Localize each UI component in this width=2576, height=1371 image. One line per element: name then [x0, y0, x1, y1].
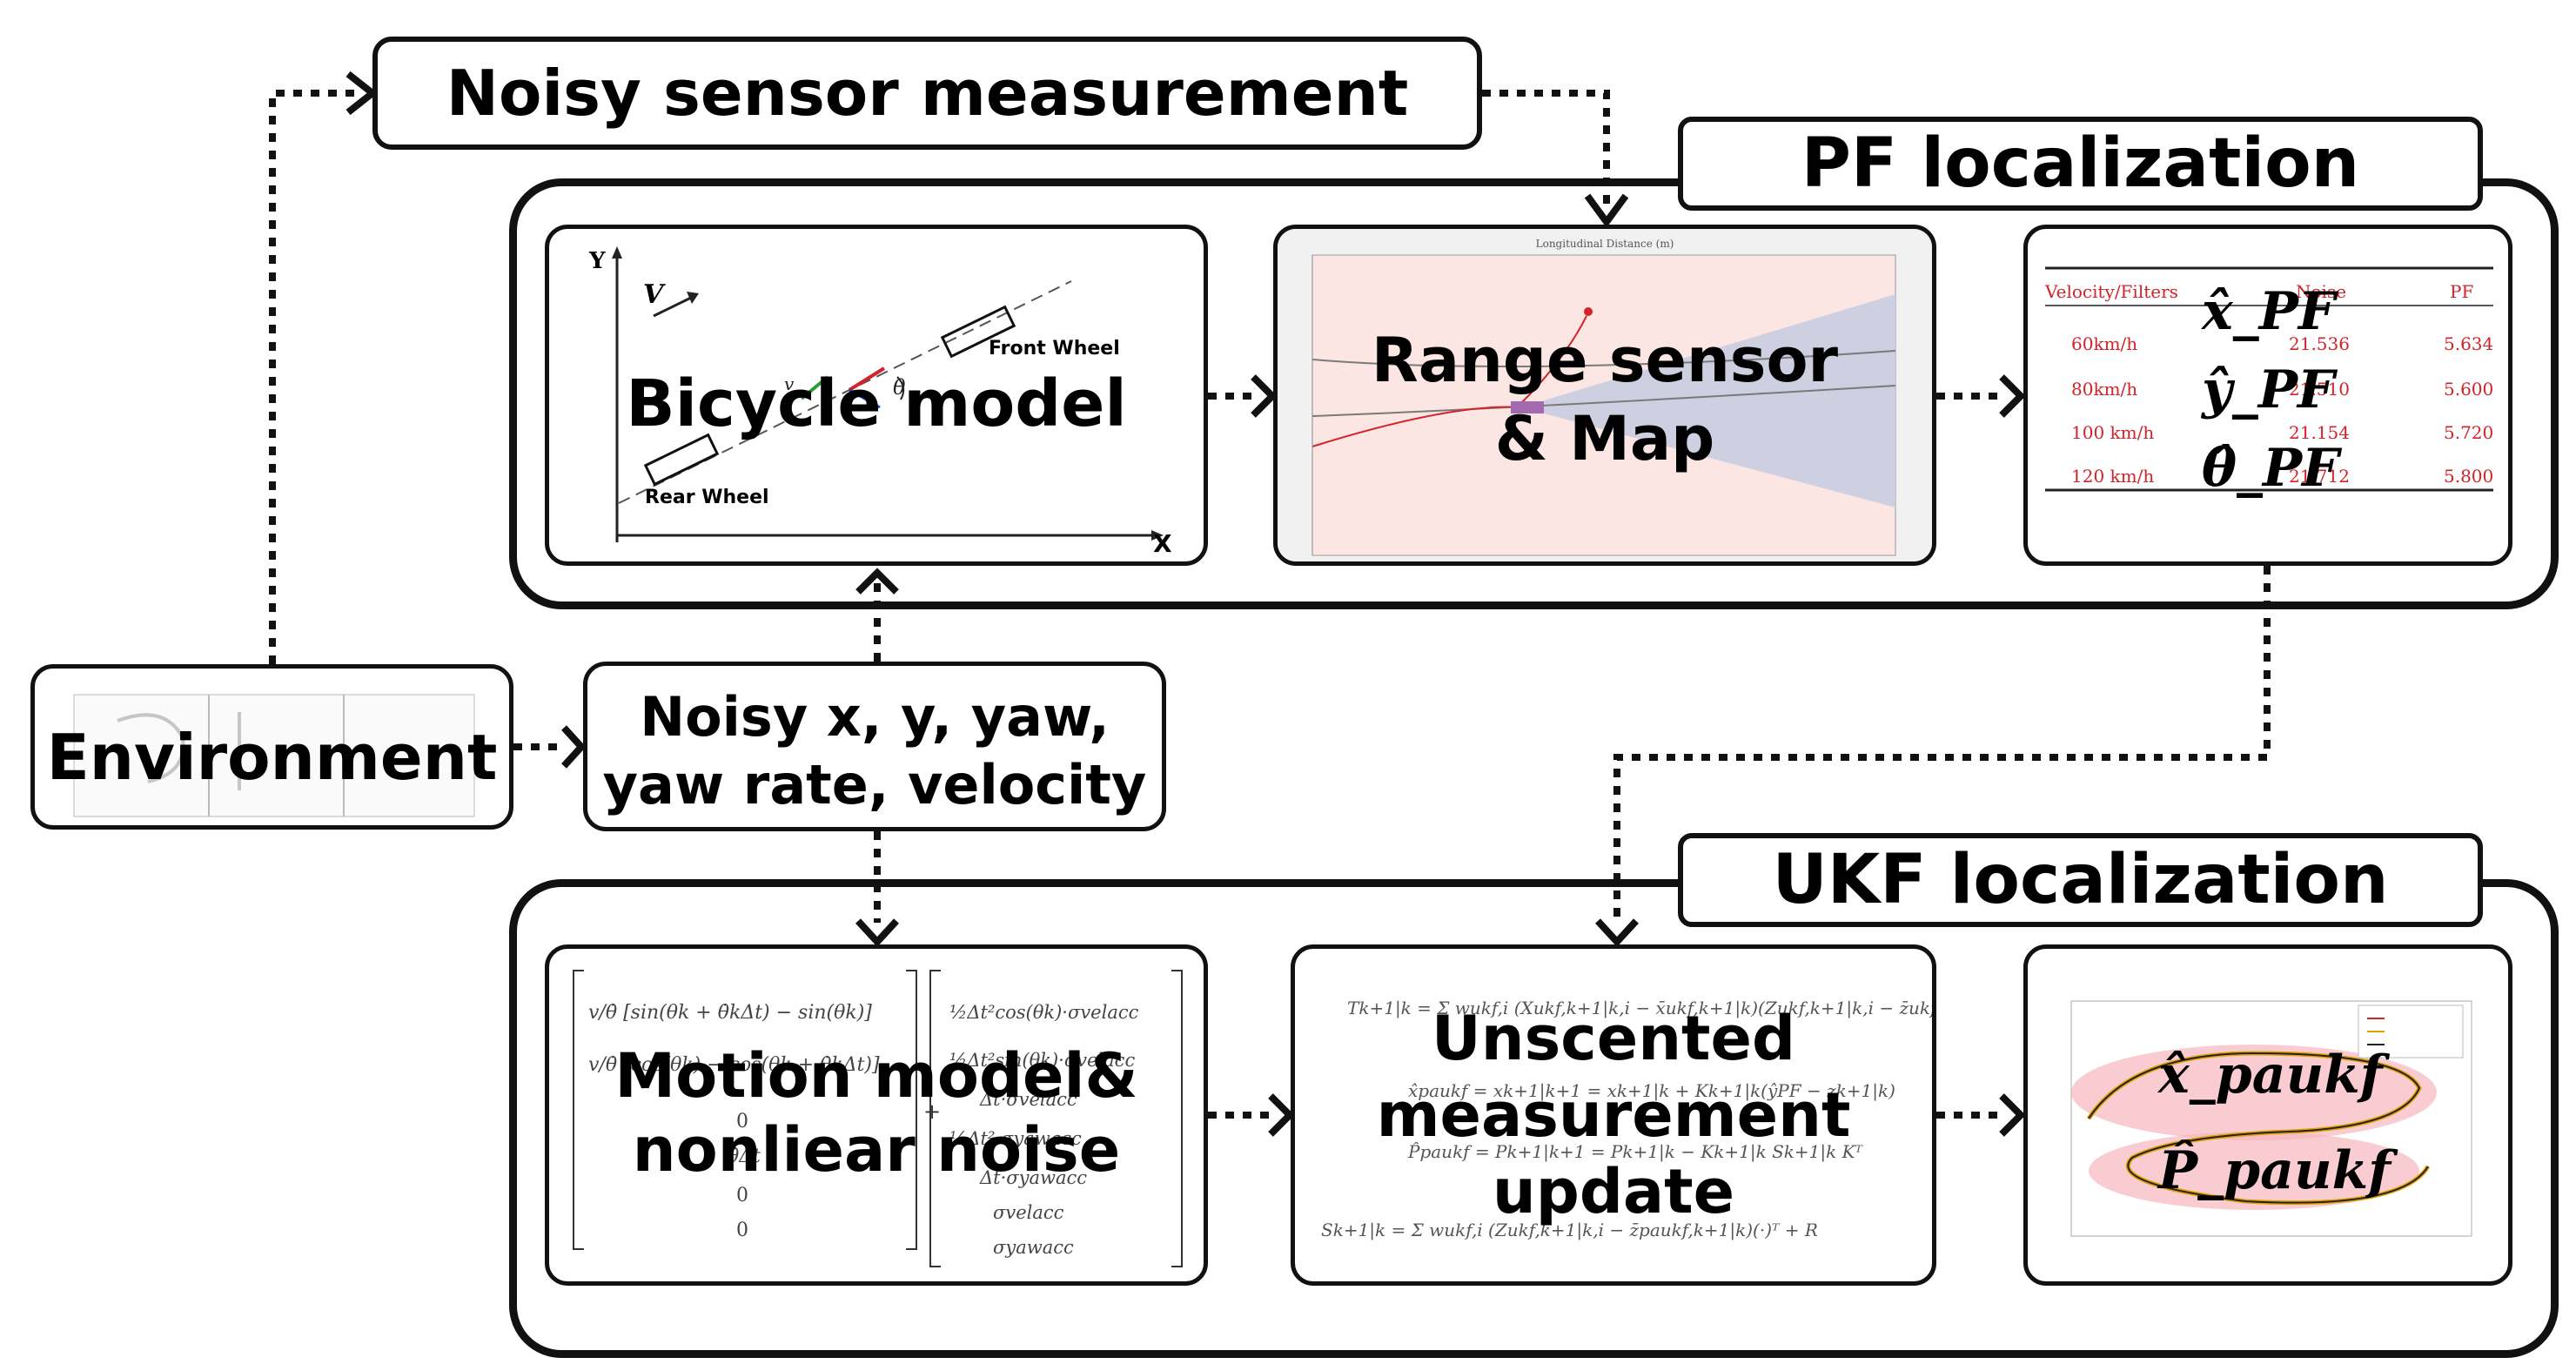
svg-text:0: 0	[736, 1185, 748, 1206]
arrow-env-to-sensor	[269, 90, 357, 664]
pf-table-cell: 5.634	[2444, 333, 2494, 354]
svg-text:½Δt²·σyawacc: ½Δt²·σyawacc	[949, 1128, 1082, 1149]
pf-table-cell: 21.536	[2289, 333, 2350, 354]
ukf-symbol-x: x̂_paukf	[2158, 1045, 2383, 1106]
svg-text:σyawacc: σyawacc	[993, 1237, 1074, 1258]
pf-table-cell: 100 km/h	[2071, 422, 2155, 443]
unscented-update-box: Tk+1|k = Σ wukf,i (Xukf,k+1|k,i − x̄ukf,…	[1291, 944, 1936, 1286]
noisy-state-line1: Noisy x, y, yaw,	[640, 685, 1110, 749]
environment-map-thumbnail	[73, 694, 475, 817]
svg-text:θ̇Δt: θ̇Δt	[728, 1146, 761, 1167]
svg-text:½Δt²cos(θk)·σvelacc: ½Δt²cos(θk)·σvelacc	[949, 1002, 1139, 1023]
range-sensor-label-line1: Range sensor	[1371, 325, 1839, 396]
svg-text:θ: θ	[893, 375, 906, 400]
bicycle-model-label: Bicycle model	[626, 366, 1127, 441]
svg-text:0: 0	[736, 1111, 748, 1132]
motion-model-box: + v/θ̇ [sin(θk + θ̇kΔt) − sin(θk)] v/θ̇ …	[545, 944, 1208, 1286]
bicycle-velocity-label: V	[643, 279, 664, 310]
pf-table-cell: 120 km/h	[2071, 466, 2155, 487]
bicycle-model-box: θ v Y X V Front Wheel Rear Wheel Bicycle…	[545, 225, 1208, 566]
svg-text:σvelacc: σvelacc	[993, 1202, 1064, 1223]
unscented-label-line3: update	[1492, 1156, 1735, 1227]
motion-model-line2: nonliear noise	[632, 1114, 1121, 1186]
pf-table-cell: 60km/h	[2071, 333, 2138, 354]
pf-localization-title: PF localization	[1678, 117, 2483, 211]
noisy-sensor-measurement-text: Noisy sensor measurement	[446, 57, 1409, 130]
svg-text:P̂paukf = Pk+1|k+1 = Pk+1|k −: P̂paukf = Pk+1|k+1 = Pk+1|k − Kk+1|k Sk+…	[1407, 1141, 1864, 1163]
svg-text:x̂paukf = xk+1|k+1 = xk+1|k +: x̂paukf = xk+1|k+1 = xk+1|k + Kk+1|k(ŷPF…	[1408, 1080, 1895, 1102]
svg-text:Δt·σyawacc: Δt·σyawacc	[979, 1167, 1087, 1188]
ukf-result-plot	[2070, 1000, 2472, 1237]
svg-text:v: v	[784, 373, 795, 394]
unscented-label-line2: measurement	[1376, 1079, 1851, 1151]
range-sensor-label-line2: & Map	[1494, 403, 1715, 474]
noisy-state-box: Noisy x, y, yaw, yaw rate, velocity	[583, 662, 1166, 831]
svg-text:v/θ̇ [sin(θk + θ̇kΔt) − sin(θk: v/θ̇ [sin(θk + θ̇kΔt) − sin(θk)]	[588, 1002, 872, 1024]
environment-box: Environment	[30, 664, 513, 830]
bicycle-model-illustration: θ v	[612, 246, 1164, 542]
unscented-label-line1: Unscented	[1431, 1003, 1796, 1074]
pf-symbol-x: x̂_PF	[2202, 281, 2336, 342]
svg-text:Δt·σvelacc: Δt·σvelacc	[979, 1089, 1077, 1110]
svg-text:+: +	[923, 1099, 941, 1124]
ukf-symbol-p: P̂_paukf	[2158, 1140, 2391, 1201]
pf-table-header-velocity: Velocity/Filters	[2045, 281, 2178, 302]
range-sensor-map-box: Longitudinal Distance (m) Range sensor &…	[1273, 225, 1936, 566]
pf-table-header-noise: Noise	[2296, 281, 2347, 302]
pf-table-cell: 21.510	[2289, 379, 2350, 400]
ukf-result-box: x̂_paukf P̂_paukf	[2023, 944, 2512, 1286]
pf-localization-title-text: PF localization	[1801, 124, 2360, 203]
pf-table-rules	[2045, 266, 2493, 492]
pf-table-cell: 5.720	[2444, 422, 2494, 443]
motion-model-line1: Motion model&	[614, 1040, 1138, 1112]
pf-table-cell: 21.154	[2289, 422, 2350, 443]
pf-table-header-pf: PF	[2450, 281, 2474, 302]
arrowhead	[561, 725, 587, 769]
pf-symbol-theta: θ̂_PF	[2202, 438, 2339, 499]
noisy-state-line2: yaw rate, velocity	[602, 753, 1147, 817]
bicycle-x-axis-label: X	[1153, 529, 1172, 558]
noisy-sensor-measurement-box: Noisy sensor measurement	[372, 37, 1482, 150]
pf-table-cell: 21.712	[2289, 466, 2350, 487]
svg-text:v/θ̇ [cos(θk) − cos(θk + θ̇kΔt: v/θ̇ [cos(θk) − cos(θk + θ̇kΔt)]	[588, 1054, 880, 1076]
unscented-update-equations: Tk+1|k = Σ wukf,i (Xukf,k+1|k,i − x̄ukf,…	[1321, 998, 1932, 1241]
svg-text:½Δt²sin(θk)·σvelacc: ½Δt²sin(θk)·σvelacc	[949, 1050, 1135, 1071]
range-sensor-illustration	[1278, 229, 1932, 561]
pf-symbol-y: ŷ_PF	[2202, 360, 2335, 420]
svg-text:0: 0	[736, 1220, 748, 1241]
pf-table-cell: 80km/h	[2071, 379, 2138, 400]
environment-label: Environment	[46, 721, 498, 794]
rear-wheel-label: Rear Wheel	[645, 487, 769, 508]
front-wheel-label: Front Wheel	[989, 338, 1120, 360]
bicycle-y-axis-label: Y	[589, 248, 606, 274]
motion-model-equation: + v/θ̇ [sin(θk + θ̇kΔt) − sin(θk)] v/θ̇ …	[573, 970, 1183, 1267]
range-inset-title: Longitudinal Distance (m)	[1535, 238, 1674, 250]
ukf-localization-title: UKF localization	[1678, 833, 2483, 927]
svg-text:Tk+1|k = Σ wukf,i (Xukf,k+1|k,: Tk+1|k = Σ wukf,i (Xukf,k+1|k,i − x̄ukf,…	[1347, 998, 1932, 1019]
pf-table-cell: 5.800	[2444, 466, 2494, 487]
pf-table-cell: 5.600	[2444, 379, 2494, 400]
arrowhead	[345, 71, 379, 116]
svg-text:Sk+1|k = Σ wukf,i (Zukf,k+1|k,: Sk+1|k = Σ wukf,i (Zukf,k+1|k,i − z̄pauk…	[1321, 1220, 1818, 1241]
pf-results-box: Velocity/Filters Noise PF 60km/h 21.536 …	[2023, 225, 2512, 566]
ukf-localization-title-text: UKF localization	[1772, 841, 2389, 919]
